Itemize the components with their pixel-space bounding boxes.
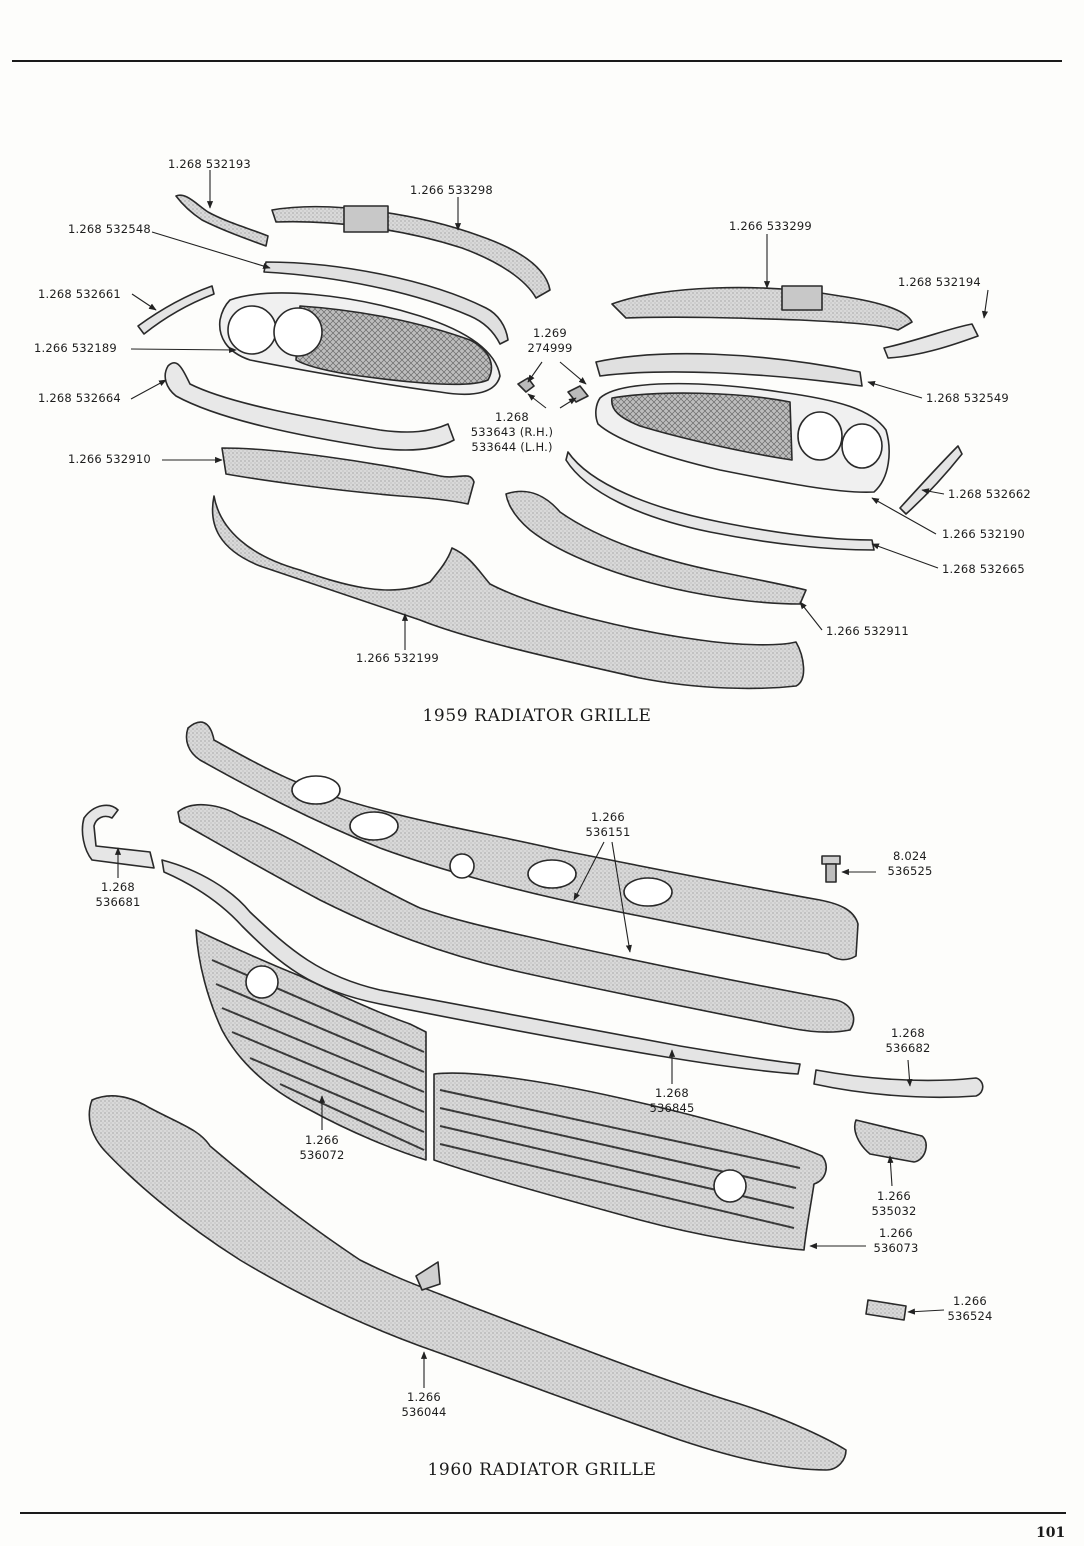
part-533643-bracket [567,385,589,403]
callout-532661: 1.268 532661 [38,287,121,301]
caption-1959: 1959 RADIATOR GRILLE [422,706,652,726]
callout-532549: 1.268 532549 [926,391,1009,405]
part-532194 [883,323,979,359]
callout-532199: 1.266 532199 [356,651,439,665]
grille-1959-drawing [137,194,979,690]
part-536151-hole [449,853,475,879]
page-number: 101 [1036,1525,1066,1541]
caption-1960: 1960 RADIATOR GRILLE [427,1460,657,1480]
callout-532662: 1.268 532662 [948,487,1031,501]
callout-532189: 1.266 532189 [34,341,117,355]
part-536151-slot-2 [349,811,399,841]
part-536151-slot-4 [623,877,673,907]
leaders-1960 [114,841,945,1388]
callout-533299: 1.266 533299 [729,219,812,233]
part-536151-lower [177,803,855,1033]
part-536681 [81,804,155,869]
part-536151-slot-3 [527,859,577,889]
callout-532911: 1.266 532911 [826,624,909,638]
leaders-1959 [130,170,989,650]
callout-532548: 1.268 532548 [68,222,151,236]
part-532189-mesh [295,305,493,386]
part-536845 [161,859,801,1075]
part-532664 [164,362,455,451]
part-536151-slot-1 [291,775,341,805]
right-headlamp-opening-2 [841,423,883,469]
part-533299-bracket [781,285,823,311]
callout-533298: 1.266 533298 [410,183,493,197]
callout-532190: 1.266 532190 [942,527,1025,541]
part-532548 [263,261,509,345]
part-536525-head [821,855,841,865]
part-535032 [854,1119,927,1163]
part-536525-shank [825,863,837,883]
part-532662 [899,445,963,515]
part-536682 [813,1069,984,1099]
right-headlamp-opening-1 [797,411,843,461]
part-536073-lamp-opening [713,1169,747,1203]
part-532199 [211,495,805,690]
callout-532665: 1.268 532665 [942,562,1025,576]
callout-532194: 1.268 532194 [898,275,981,289]
part-536072-lamp-opening [245,965,279,999]
part-532911 [505,490,807,605]
part-532661 [137,285,215,335]
part-274999-clip [517,377,535,393]
part-536524 [865,1299,907,1321]
part-532910 [221,447,475,505]
part-533298-bracket [343,205,389,233]
part-536151-upper [185,721,859,961]
callout-532664: 1.268 532664 [38,391,121,405]
part-532665 [565,451,875,551]
part-536044 [88,1095,847,1471]
left-headlamp-opening-2 [273,307,323,357]
part-532193 [175,194,269,247]
part-533299 [611,286,913,331]
callout-532193: 1.268 532193 [168,157,251,171]
callout-532910: 1.266 532910 [68,452,151,466]
grille-1960-drawing [81,721,984,1471]
part-536044-bracket [415,1261,441,1291]
left-headlamp-opening-1 [227,305,277,355]
part-536073 [433,1072,827,1251]
part-532190-mesh [611,392,793,461]
part-532549 [595,352,863,387]
